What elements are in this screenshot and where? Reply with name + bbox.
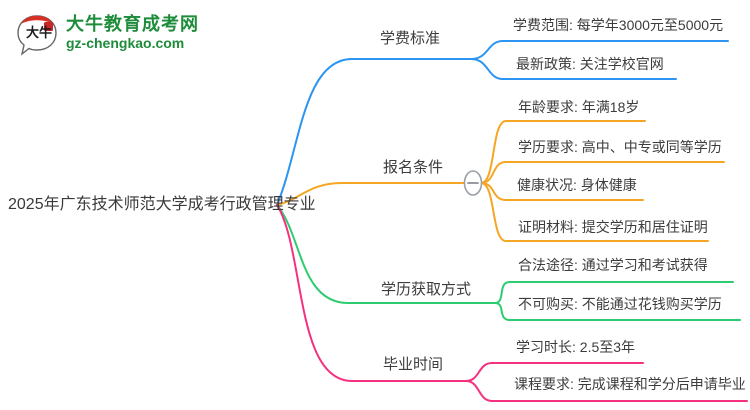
branch-label-tuition[interactable]: 学费标准 <box>380 30 441 47</box>
leaf-node[interactable]: 不可购买: 不能通过花钱购买学历 <box>518 296 722 312</box>
collapse-button[interactable] <box>463 170 483 196</box>
branch-label-degree-method[interactable]: 学历获取方式 <box>381 281 472 298</box>
leaf-node[interactable]: 学历要求: 高中、中专或同等学历 <box>518 139 722 155</box>
logo: 大牛 大牛教育成考网 gz-chengkao.com <box>13 9 199 59</box>
dainiu-speech-bubble-icon: 大牛 <box>17 15 57 56</box>
leaf-node[interactable]: 健康状况: 身体健康 <box>517 177 637 193</box>
leaf-node[interactable]: 课程要求: 完成课程和学分后申请毕业 <box>514 376 746 392</box>
branch-label-requirements[interactable]: 报名条件 <box>383 159 444 176</box>
leaf-node[interactable]: 最新政策: 关注学校官网 <box>516 56 664 72</box>
branch-label-graduation[interactable]: 毕业时间 <box>383 356 444 373</box>
logo-icon-text: 大牛 <box>26 25 52 40</box>
leaf-node[interactable]: 证明材料: 提交学历和居住证明 <box>518 219 708 235</box>
root-topic[interactable]: 2025年广东技术师范大学成考行政管理专业 <box>8 196 316 213</box>
logo-title: 大牛教育成考网 <box>66 14 199 34</box>
leaf-node[interactable]: 年龄要求: 年满18岁 <box>518 99 640 115</box>
leaf-node[interactable]: 学费范围: 每学年3000元至5000元 <box>513 17 724 33</box>
leaf-node[interactable]: 学习时长: 2.5至3年 <box>516 339 636 355</box>
logo-domain: gz-chengkao.com <box>66 34 185 51</box>
leaf-node[interactable]: 合法途径: 通过学习和考试获得 <box>518 257 708 273</box>
